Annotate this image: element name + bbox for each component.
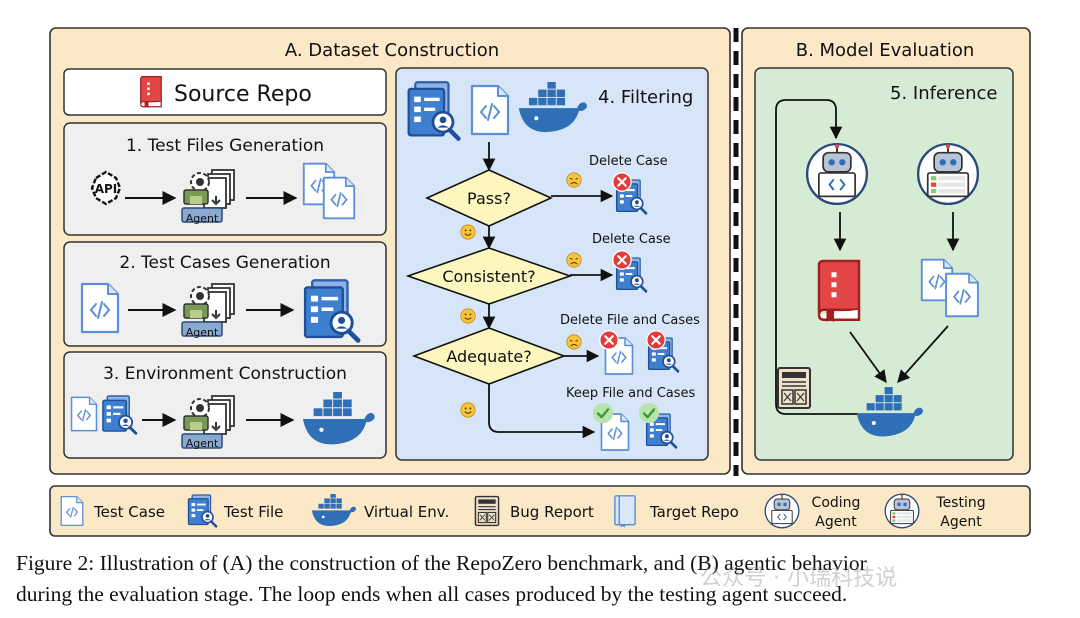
filtering-title: 4. Filtering [598,87,693,108]
delete-icon-2 [612,250,632,270]
legend-test-case-label: Test Case [93,503,165,521]
coding-agent-icon [805,142,869,206]
source-repo-label: Source Repo [174,82,312,107]
sad-face-icon-3 [566,334,582,350]
keep-icon-1 [592,402,614,424]
loop-arrow [775,99,843,352]
adequate-label: Adequate? [446,347,531,366]
step2-title: 2. Test Cases Generation [119,253,330,273]
arrow-cases-docker [897,325,949,383]
agent-label-1: Agent [186,212,219,225]
keep-icon-2 [638,402,660,424]
legend-bug-report-icon [474,495,500,527]
panel-a-title: A. Dataset Construction [285,40,499,61]
legend-target-repo-icon [614,495,636,528]
pass-label: Pass? [467,189,511,208]
step3-title: 3. Environment Construction [103,364,347,384]
api-label: API [95,182,118,196]
agent-label-3: Agent [186,437,219,450]
legend-coding-agent-label-2: Agent [815,514,857,530]
delete-case-label-2: Delete Case [592,232,671,247]
loop-line-bottom [775,352,858,415]
test-case-icon-d [70,396,98,432]
figure-caption: Figure 2: Illustration of (A) the constr… [16,548,1076,610]
test-case-icon-i [945,272,979,318]
delete-case-label-1: Delete Case [589,154,668,169]
caption-line-1: Figure 2: Illustration of (A) the constr… [16,551,867,575]
legend-coding-agent-label-1: Coding [812,495,861,511]
agent-label-2: Agent [186,326,219,339]
test-case-icon-c [80,282,120,334]
delete-icon-1 [612,172,632,192]
happy-face-icon-3 [460,402,476,418]
bug-report-icon-a [777,367,811,409]
delete-file-cases-label: Delete File and Cases [560,313,700,328]
happy-face-icon-1 [460,224,476,240]
arrow-adequate-keep [488,384,596,439]
legend-test-case-icon [60,495,84,527]
inference-title: 5. Inference [890,83,997,104]
happy-face-icon-2 [460,308,476,324]
sad-face-icon-1 [566,172,582,188]
legend-coding-agent-icon [764,493,800,529]
legend-virtual-env-label: Virtual Env. [364,503,449,521]
sad-face-icon-2 [566,252,582,268]
consistent-label: Consistent? [442,267,535,286]
legend-testing-agent-label-1: Testing [935,495,985,511]
legend-testing-agent-icon [884,493,920,529]
legend-bug-report-label: Bug Report [510,503,594,521]
legend-target-repo-label: Target Repo [649,503,739,521]
panel-b-title: B. Model Evaluation [796,40,975,61]
keep-file-cases-label: Keep File and Cases [566,386,696,401]
legend-test-file-label: Test File [223,503,283,521]
arrow-repo-docker [849,331,887,384]
test-case-icon-b [322,176,356,220]
legend-testing-agent-label-2: Agent [940,514,982,530]
api-icon: API [90,170,122,206]
delete-icon-3 [599,330,619,350]
caption-line-2: during the evaluation stage. The loop en… [16,582,848,606]
testing-agent-icon [916,142,980,206]
test-case-icon-e [470,84,510,136]
step1-title: 1. Test Files Generation [126,136,324,156]
delete-icon-4 [646,330,666,350]
